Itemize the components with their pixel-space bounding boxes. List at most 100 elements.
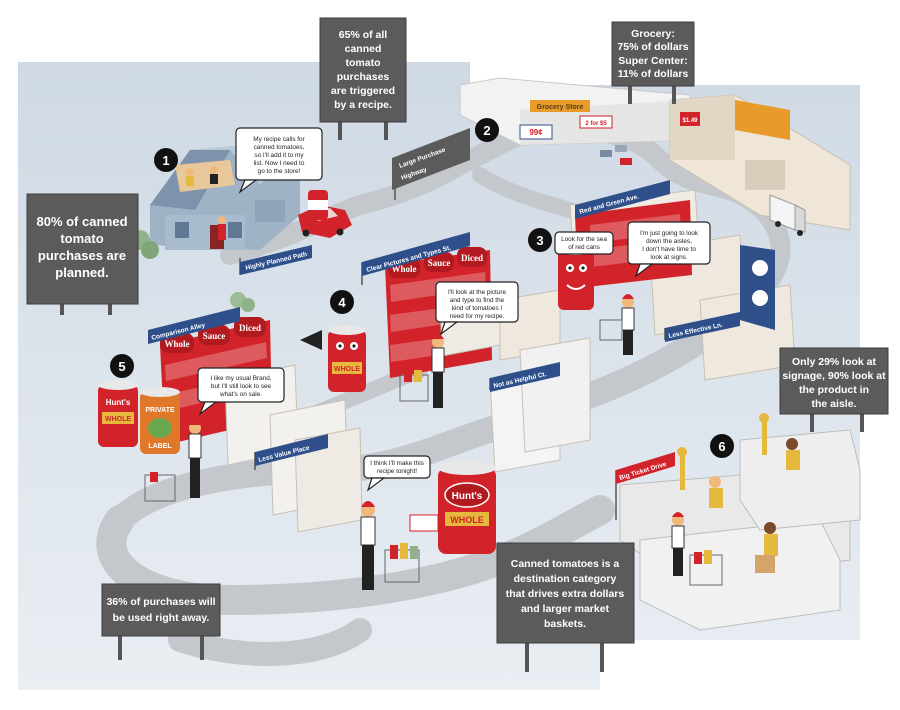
can-private-label: PRIVATE	[145, 407, 175, 414]
shopper-aisle-4	[399, 334, 445, 408]
step-number-3: 3	[536, 233, 543, 248]
speech-bubble-1: My recipe calls for canned tomatoes, so …	[235, 127, 323, 194]
stat-destination-line-3: that drives extra dollars	[506, 588, 625, 600]
stat-grocery-line-3: Super Center:	[618, 55, 687, 67]
stat-signage-line-4: the aisle.	[812, 398, 857, 410]
bubble-5-line-3: what's on sale.	[219, 391, 262, 398]
bubble-1-line-3: so I'll add it to my	[254, 152, 304, 159]
stat-recipe-line-6: by a recipe.	[334, 99, 392, 111]
stat-grocery-line-2: 75% of dollars	[617, 41, 688, 53]
bubble-3b-line-3: I don't have time to	[642, 246, 696, 253]
bubble-5-line-1: I like my usual Brand,	[210, 375, 271, 382]
stat-signage-line-2: signage, 90% look at	[782, 370, 886, 382]
bubble-5-line-2: but I'll still look to see	[211, 383, 272, 390]
stat-sign-destination: Canned tomatoes is a destination categor…	[496, 542, 635, 672]
bubble-6-line-2: recipe tonight!	[377, 468, 417, 475]
bubble-4-line-1: I'll look at the picture	[448, 289, 507, 296]
price-tag-149: $1.49	[682, 118, 698, 124]
speech-bubble-6: I think I'll make this recipe tonight!	[363, 455, 431, 492]
grocery-store-name: Grocery Store	[537, 104, 584, 111]
step-marker-6: 6	[710, 434, 734, 458]
bubble-3a-line-1: Look for the sea	[561, 236, 607, 243]
can-character-hunts-big: Hunt's WHOLE	[438, 461, 496, 554]
can-character-car	[308, 190, 328, 220]
can-whole-label-big: WHOLE	[450, 515, 484, 525]
step-marker-4: 4	[330, 290, 354, 314]
step-marker-5: 5	[110, 354, 134, 378]
super-center-building: $1.49	[669, 94, 851, 231]
stat-used-line-1: 36% of purchases will	[106, 596, 215, 608]
stat-planned-line-2: tomato	[60, 231, 103, 246]
shopper-aisle-3	[599, 294, 635, 355]
price-tag-99: 99¢	[529, 128, 543, 137]
stat-grocery-line-4: 11% of dollars	[618, 68, 689, 80]
stat-planned-line-4: planned.	[55, 265, 108, 280]
stat-sign-planned: 80% of canned tomato purchases are plann…	[26, 193, 139, 315]
price-tag-2for5: 2 for $5	[585, 121, 607, 127]
delivery-truck	[769, 194, 806, 236]
can-hunts-label-left: Hunt's	[106, 398, 131, 407]
bubble-6-line-1: I think I'll make this	[370, 460, 424, 467]
stat-destination-line-5: baskets.	[544, 618, 586, 630]
grocery-store-building: Grocery Store 99¢ 2 for $5	[459, 77, 691, 165]
shelf-label-whole-center: Whole	[391, 264, 416, 274]
shelf-label-sauce-center: Sauce	[428, 258, 451, 268]
stat-planned-line-1: 80% of canned	[36, 214, 127, 229]
bubble-4-line-3: kind of tomatoes I	[452, 305, 503, 312]
can-label-label: LABEL	[148, 443, 172, 450]
stat-sign-used: 36% of purchases will be used right away…	[101, 583, 221, 660]
speech-bubble-3b: I'm just going to look down the aisles, …	[627, 221, 711, 278]
shelf-label-diced-center: Diced	[461, 253, 483, 263]
stat-destination-line-1: Canned tomatoes is a	[511, 558, 620, 570]
bubble-4-line-2: and type to find the	[450, 297, 505, 304]
can-character-aisle-4: WHOLE	[300, 325, 366, 392]
shopper-aisle-5	[144, 420, 202, 502]
stat-recipe-line-1: 65% of all	[339, 29, 388, 41]
street-sign-large-purchase: Large Purchase Highway	[392, 128, 470, 200]
stat-recipe-line-2: canned	[345, 43, 382, 55]
bubble-4-line-4: need for my recipe.	[450, 313, 505, 320]
bubble-1-line-2: canned tomatoes,	[254, 144, 305, 151]
stat-recipe-line-4: purchases	[337, 71, 390, 83]
bubble-1-line-4: list. Now I need to	[254, 160, 305, 167]
stat-sign-grocery: Grocery: 75% of dollars Super Center: 11…	[611, 21, 695, 104]
can-character-aisle-3	[558, 245, 594, 310]
bubble-3a-line-2: of red cans	[568, 244, 600, 251]
step-marker-1: 1	[154, 148, 178, 172]
bubble-3b-line-4: look at signs.	[650, 254, 688, 261]
checkout-counters	[619, 413, 861, 631]
step-number-4: 4	[338, 295, 346, 310]
shelf-label-diced-left: Diced	[239, 323, 261, 333]
step-number-1: 1	[162, 153, 169, 168]
stat-recipe-line-5: are triggered	[331, 85, 395, 97]
stat-signage-line-1: Only 29% look at	[792, 356, 877, 368]
stat-planned-line-3: purchases are	[38, 248, 126, 263]
step-marker-3: 3	[528, 228, 552, 252]
stat-sign-recipe: 65% of all canned tomato purchases are t…	[319, 17, 407, 140]
stat-sign-signage: Only 29% look at signage, 90% look at th…	[779, 347, 889, 432]
shopper-recipe	[360, 501, 439, 590]
step-number-5: 5	[118, 359, 125, 374]
can-character-hunts-left: Hunt's WHOLE	[98, 380, 138, 447]
stat-recipe-line-3: tomato	[346, 57, 381, 69]
stat-signage-line-3: the product in	[799, 384, 869, 396]
stat-destination-line-4: and larger market	[521, 603, 610, 615]
stat-destination-line-2: destination category	[514, 573, 617, 585]
step-number-2: 2	[483, 123, 490, 138]
shelf-label-sauce-left: Sauce	[203, 331, 226, 341]
can-whole-label-aisle-4: WHOLE	[334, 366, 360, 373]
can-hunts-label-big: Hunt's	[452, 491, 483, 502]
stat-used-line-2: be used right away.	[113, 612, 210, 624]
can-whole-label-left: WHOLE	[105, 416, 131, 423]
speech-bubble-4: I'll look at the picture and type to fin…	[435, 281, 519, 336]
speech-bubble-3a: Look for the sea of red cans	[554, 231, 614, 255]
speech-bubble-5: I like my usual Brand, but I'll still lo…	[197, 367, 285, 416]
bubble-1-line-5: go to the store!	[258, 168, 301, 175]
bubble-1-line-1: My recipe calls for	[253, 136, 305, 143]
step-number-6: 6	[718, 439, 725, 454]
stat-grocery-line-1: Grocery:	[631, 28, 675, 40]
can-character-private-label: PRIVATE LABEL	[140, 387, 180, 454]
bubble-3b-line-2: down the aisles,	[646, 238, 692, 245]
